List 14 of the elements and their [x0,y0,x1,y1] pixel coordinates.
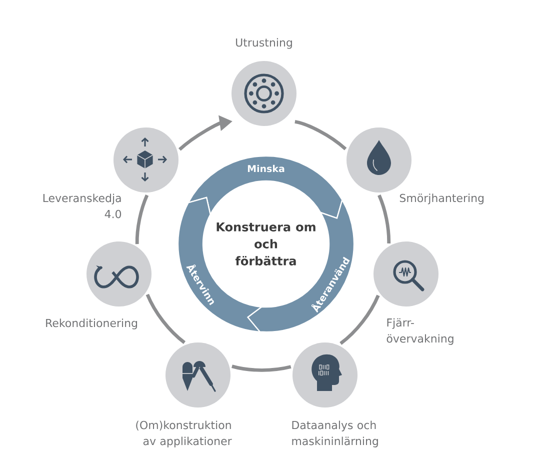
node-label: Fjärr- övervakning [386,318,454,345]
node-label: (Om)konstruktion av applikationer [136,420,232,448]
connector-arc [378,194,391,244]
node-label: Smörjhantering [400,194,484,204]
connector-arc [135,194,149,244]
ring-segment: Minska [188,155,343,219]
node-label: Leveranskedja 4.0 [43,194,122,218]
node-label: Rekonditionering [46,318,138,330]
node-label: Utrustning [236,38,292,49]
node-label: Dataanalys och maskininlärning [292,420,378,448]
connector-arc [340,294,380,345]
connector-arc [146,294,186,344]
connector-arc [294,120,347,150]
connector-arc [232,364,292,372]
